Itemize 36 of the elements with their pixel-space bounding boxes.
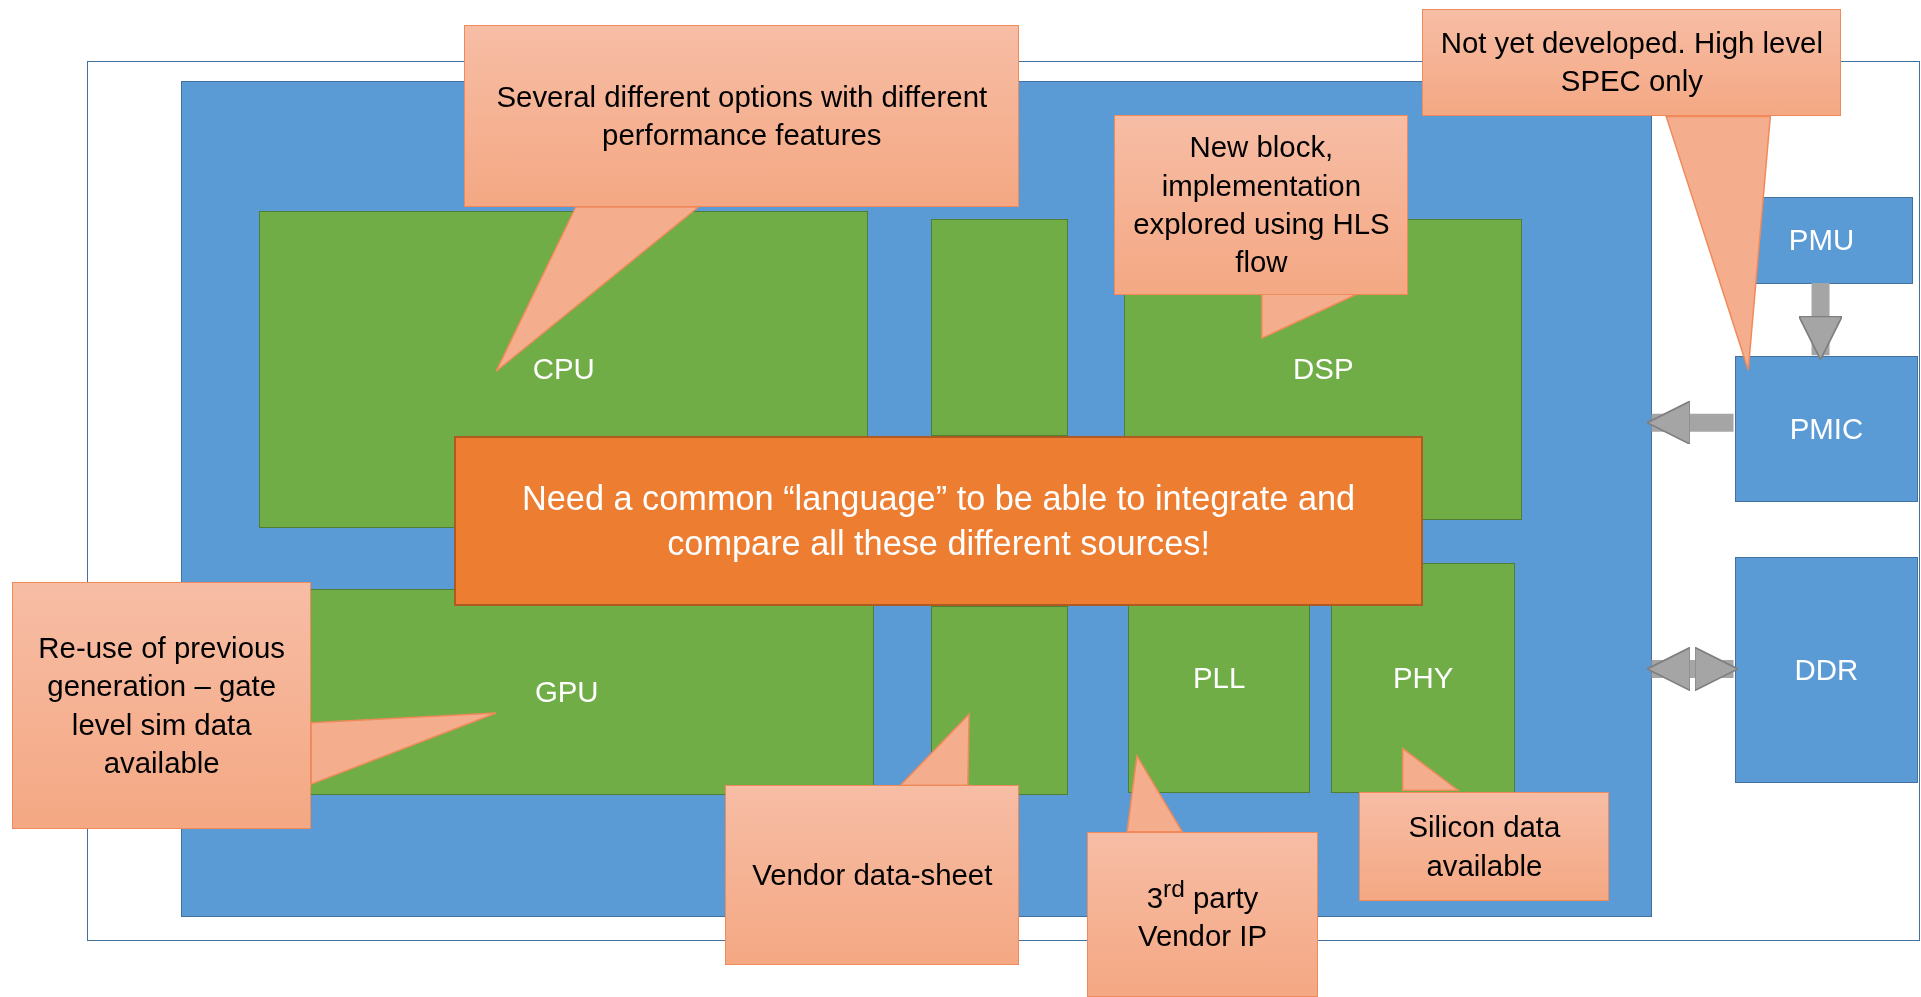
block-label: CPU [532, 351, 595, 388]
callout-box [725, 785, 1020, 966]
callout-pointer [310, 712, 497, 786]
block-arrow [1646, 646, 1739, 692]
block-label: GPU [534, 673, 599, 710]
callout-box [1359, 792, 1610, 902]
block-label: DDR [1794, 651, 1859, 688]
callout-box [464, 24, 1020, 208]
callout-box [12, 581, 312, 830]
callout-pointer [1402, 747, 1461, 791]
callout-text: 3$^{rd}$ party Vendor IP [1136, 874, 1268, 955]
callout-text: Not yet developed. High level SPEC only [1439, 25, 1824, 100]
callout-text: New block, implementation explored using HLS flow [1132, 129, 1391, 280]
callout-pointer [1665, 115, 1772, 371]
callout-box [1422, 8, 1842, 117]
block-arrow [1798, 283, 1843, 361]
block-label: PLL [1193, 660, 1246, 697]
block-label: PHY [1392, 660, 1454, 697]
message-banner [454, 435, 1424, 606]
callout-box [1086, 831, 1319, 997]
block-arrow [1646, 400, 1734, 446]
block-label: DSP [1293, 351, 1354, 388]
callout-box [1114, 114, 1409, 295]
callout-pointer [495, 206, 701, 372]
callout-pointer [1126, 753, 1184, 833]
callout-text: Silicon data available [1407, 809, 1562, 884]
callout-text: Re-use of previous generation – gate level sim data available [37, 630, 287, 781]
banner-text: Need a common “language” to be able to integrate and compare all these different sources! [520, 478, 1357, 564]
block-label: PMU [1788, 222, 1855, 259]
callout-pointer [898, 712, 970, 787]
block-box [930, 218, 1068, 436]
component-box [1734, 356, 1919, 503]
callout-text: Vendor data-sheet [752, 857, 993, 894]
callout-text: Several different options with different performance features [495, 78, 989, 153]
block-label: PMIC [1789, 411, 1864, 448]
component-box [1734, 557, 1919, 783]
